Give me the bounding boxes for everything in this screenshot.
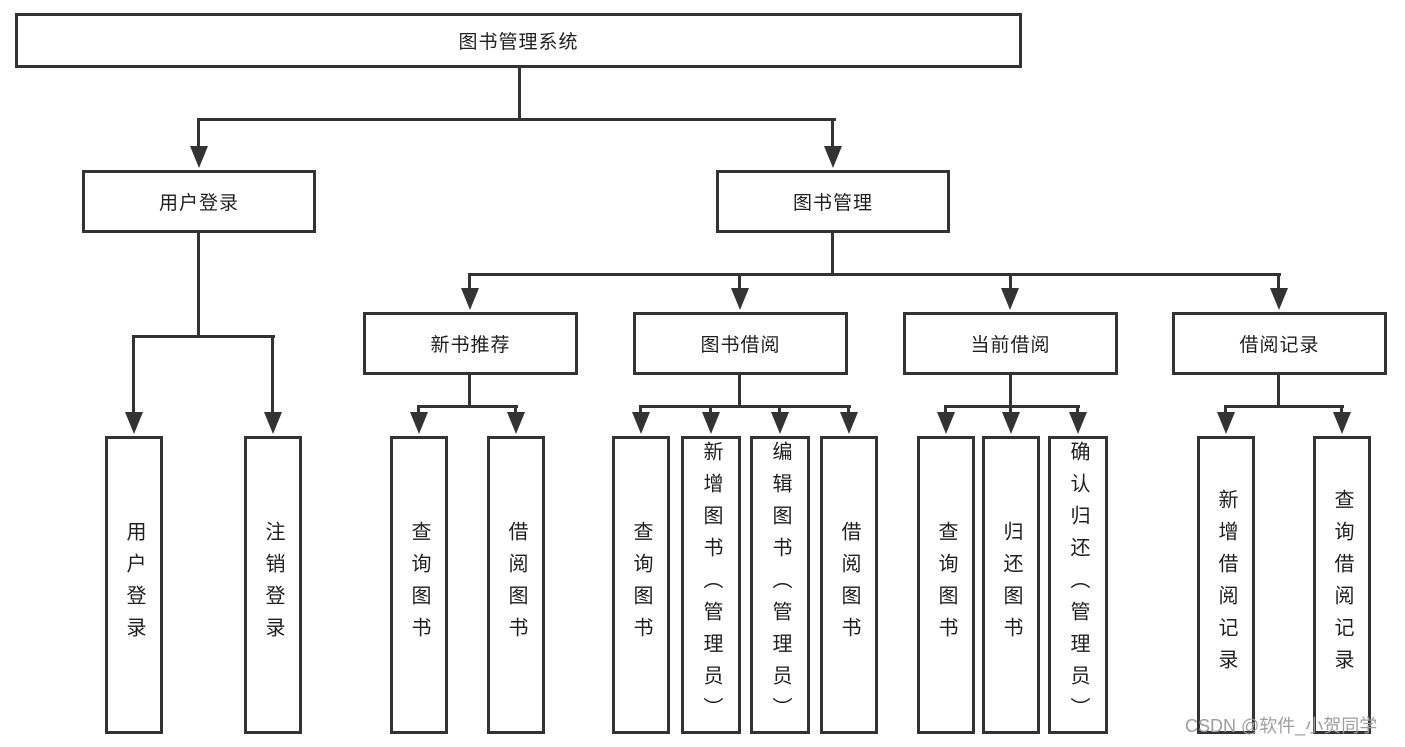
arrowhead-to-book-management xyxy=(824,146,842,168)
leaf-records-add-label: 新增借阅记录 xyxy=(1215,489,1237,681)
leaf-currentborrow-return-label: 归还图书 xyxy=(1000,521,1022,649)
leaf-bookborrow-query-label: 查询图书 xyxy=(630,521,652,649)
leaf-bookborrow-add-label: 新增图书（管理员） xyxy=(700,441,722,729)
arrowhead-to-bb-edit xyxy=(771,412,789,434)
leaf-newbooks-borrow-label: 借阅图书 xyxy=(505,521,527,649)
connector-user-drop-right xyxy=(271,335,274,414)
connector-user-stem xyxy=(197,233,200,338)
watermark: CSDN @软件_小贺同学 xyxy=(1185,716,1378,736)
leaf-currentborrow-confirm: 确认归还（管理员） xyxy=(1048,436,1108,734)
connector-currentborrow-stem xyxy=(1009,375,1012,408)
box-book-borrow: 图书借阅 xyxy=(633,312,848,375)
box-book-management-module: 图书管理 xyxy=(716,170,950,233)
arrowhead-to-cb-confirm xyxy=(1069,412,1087,434)
connector-book-drop-3 xyxy=(1009,273,1012,291)
box-root-system: 图书管理系统 xyxy=(15,13,1022,68)
leaf-bookborrow-borrow-label: 借阅图书 xyxy=(838,521,860,649)
connector-currentborrow-bar xyxy=(944,405,1080,408)
connector-bookborrow-drop-4 xyxy=(847,405,850,415)
leaf-newbooks-query: 查询图书 xyxy=(390,436,448,734)
leaf-user-login-label: 用户登录 xyxy=(123,521,145,649)
arrowhead-to-borrow-records xyxy=(1270,288,1288,310)
leaf-bookborrow-edit: 编辑图书（管理员） xyxy=(750,436,810,734)
connector-records-bar xyxy=(1224,405,1344,408)
connector-user-bar xyxy=(132,335,275,338)
connector-user-drop-left xyxy=(132,335,135,414)
connector-records-drop-1 xyxy=(1224,405,1227,415)
leaf-user-login: 用户登录 xyxy=(105,436,163,734)
connector-book-drop-4 xyxy=(1277,273,1280,291)
connector-currentborrow-drop-2 xyxy=(1009,405,1012,415)
leaf-bookborrow-add: 新增图书（管理员） xyxy=(681,436,741,734)
arrowhead-to-new-books xyxy=(461,288,479,310)
box-borrow-records: 借阅记录 xyxy=(1172,312,1387,375)
connector-newbooks-drop-1 xyxy=(417,405,420,415)
arrowhead-to-nb-query xyxy=(410,412,428,434)
leaf-currentborrow-confirm-label: 确认归还（管理员） xyxy=(1067,441,1089,729)
connector-newbooks-drop-2 xyxy=(514,405,517,415)
box-user-login-module: 用户登录 xyxy=(82,170,316,233)
connector-root-drop-right xyxy=(831,118,834,148)
arrowhead-to-br-add xyxy=(1217,412,1235,434)
box-new-books: 新书推荐 xyxy=(363,312,578,375)
connector-bookborrow-bar xyxy=(639,405,851,408)
arrowhead-to-bb-query xyxy=(632,412,650,434)
root-label: 图书管理系统 xyxy=(458,32,579,53)
arrowhead-to-br-query xyxy=(1333,412,1351,434)
leaf-logout-label: 注销登录 xyxy=(262,521,284,649)
connector-book-drop-1 xyxy=(468,273,471,291)
leaf-records-query: 查询借阅记录 xyxy=(1313,436,1371,734)
arrowhead-to-leaf-user-login xyxy=(125,412,143,434)
connector-bookborrow-drop-2 xyxy=(709,405,712,415)
leaf-bookborrow-borrow: 借阅图书 xyxy=(820,436,878,734)
connector-newbooks-bar xyxy=(417,405,518,408)
leaf-bookborrow-query: 查询图书 xyxy=(612,436,670,734)
new-books-label: 新书推荐 xyxy=(430,335,511,356)
current-borrow-label: 当前借阅 xyxy=(970,335,1051,356)
connector-bookborrow-drop-1 xyxy=(639,405,642,415)
leaf-newbooks-query-label: 查询图书 xyxy=(408,521,430,649)
leaf-logout: 注销登录 xyxy=(244,436,302,734)
arrowhead-to-cb-return xyxy=(1002,412,1020,434)
arrowhead-to-bb-borrow xyxy=(840,412,858,434)
book-management-module-label: 图书管理 xyxy=(792,193,873,214)
leaf-records-query-label: 查询借阅记录 xyxy=(1331,489,1353,681)
arrowhead-to-bb-add xyxy=(702,412,720,434)
connector-book-drop-2 xyxy=(738,273,741,291)
arrowhead-to-book-borrow xyxy=(731,288,749,310)
connector-book-bar xyxy=(468,273,1281,276)
leaf-currentborrow-return: 归还图书 xyxy=(982,436,1040,734)
connector-bookborrow-stem xyxy=(738,375,741,408)
arrowhead-to-leaf-logout xyxy=(264,412,282,434)
leaf-currentborrow-query: 查询图书 xyxy=(917,436,975,734)
connector-bookborrow-drop-3 xyxy=(778,405,781,415)
connector-currentborrow-drop-3 xyxy=(1076,405,1079,415)
leaf-currentborrow-query-label: 查询图书 xyxy=(935,521,957,649)
arrowhead-to-user-login xyxy=(190,146,208,168)
book-borrow-label: 图书借阅 xyxy=(700,335,781,356)
box-current-borrow: 当前借阅 xyxy=(903,312,1118,375)
connector-root-drop-left xyxy=(197,118,200,148)
user-login-module-label: 用户登录 xyxy=(158,193,239,214)
connector-records-drop-2 xyxy=(1340,405,1343,415)
arrowhead-to-cb-query xyxy=(937,412,955,434)
arrowhead-to-current-borrow xyxy=(1001,288,1019,310)
borrow-records-label: 借阅记录 xyxy=(1239,335,1320,356)
connector-newbooks-stem xyxy=(468,375,471,408)
connector-currentborrow-drop-1 xyxy=(944,405,947,415)
arrowhead-to-nb-borrow xyxy=(507,412,525,434)
leaf-records-add: 新增借阅记录 xyxy=(1197,436,1255,734)
connector-root-bar xyxy=(197,118,836,121)
leaf-bookborrow-edit-label: 编辑图书（管理员） xyxy=(769,441,791,729)
leaf-newbooks-borrow: 借阅图书 xyxy=(487,436,545,734)
connector-root-stem xyxy=(518,68,521,120)
connector-book-stem xyxy=(831,233,834,276)
connector-records-stem xyxy=(1277,375,1280,408)
